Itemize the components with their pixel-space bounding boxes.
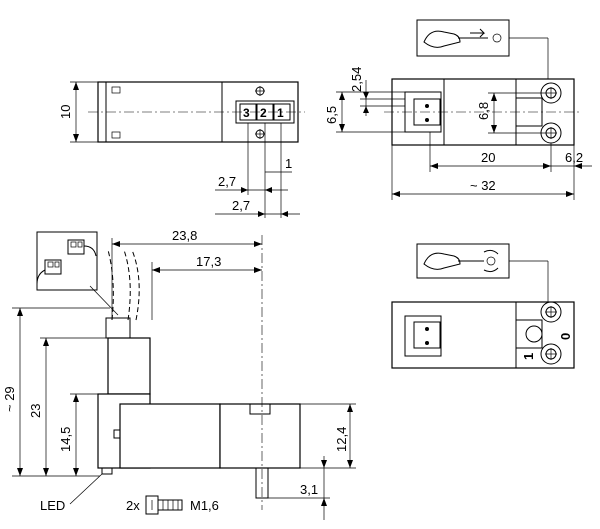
- dim-right-total: ~ 32: [470, 178, 496, 193]
- dim-side-height-12-4: 12,4: [334, 427, 349, 452]
- dim-side-width: 23,8: [172, 228, 197, 243]
- dim-right-inner: 6,8: [476, 102, 491, 120]
- dim-right-offset: 6,2: [565, 150, 583, 165]
- switch-position-1: 1: [521, 353, 536, 360]
- dim-side-total-height: ~ 29: [2, 386, 17, 412]
- front-view-lower: 0 1: [391, 243, 575, 369]
- dim-side-height-23: 23: [28, 404, 43, 418]
- pin-label-3: 3: [243, 106, 250, 120]
- dim-pin-spacing-b: 2,7: [232, 198, 250, 213]
- side-view: 23,8 17,3 ~ 29 23 14,5 12,4: [2, 228, 356, 520]
- pin-label-1: 1: [277, 106, 284, 120]
- front-view-upper: 2,54 6,5 6,8 20 6,2 ~ 32: [324, 19, 592, 200]
- dim-side-height-14-5: 14,5: [58, 427, 73, 452]
- screw-quantity: 2x: [126, 498, 140, 513]
- switch-position-0: 0: [558, 333, 573, 340]
- screw-size: M1,6: [190, 498, 219, 513]
- dim-side-stub: 3,1: [300, 482, 318, 497]
- screw-icon: [145, 495, 183, 515]
- dim-pin-spacing-1: 1: [285, 156, 292, 171]
- dim-right-height: 6,5: [324, 106, 339, 124]
- dim-right-pitch: 2,54: [349, 67, 364, 92]
- dim-side-inner: 17,3: [196, 254, 221, 269]
- top-view: 3 2 1 10 1 2,7 2,7: [58, 81, 305, 218]
- pin-label-2: 2: [260, 106, 267, 120]
- connector-plugs-icon: [36, 231, 98, 291]
- dim-right-width: 20: [481, 150, 495, 165]
- dim-pin-spacing-a: 2,7: [218, 174, 236, 189]
- led-label: LED: [40, 498, 65, 513]
- dim-top-height: 10: [58, 105, 73, 119]
